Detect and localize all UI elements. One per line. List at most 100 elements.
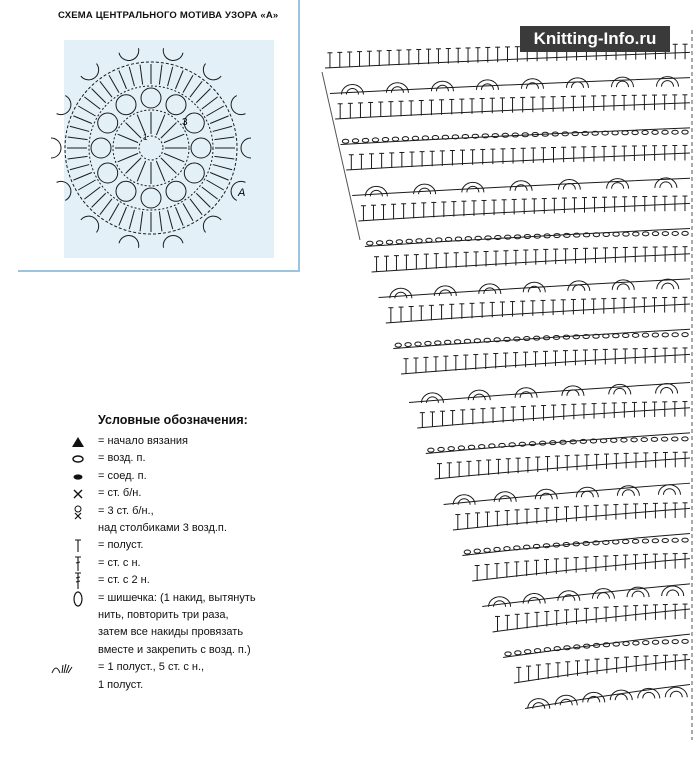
chain-stitch-mark: [371, 137, 380, 143]
motif-scallop: [80, 215, 100, 233]
chain-stitch-mark: [493, 337, 501, 343]
chain-stitch-mark: [528, 441, 537, 447]
chain-stitch-mark: [611, 130, 619, 136]
chain-stitch-mark: [622, 231, 630, 237]
motif-stitch: [128, 209, 135, 230]
slip-stitch-icon: [58, 468, 98, 485]
motif-scallop: [56, 95, 72, 116]
shell-arch-mark: [659, 181, 673, 188]
shell-arch-mark: [389, 287, 413, 299]
legend-text: = 1 полуст., 5 ст. с н.,: [98, 661, 205, 674]
shell-arch-mark: [637, 687, 661, 699]
legend-text: = 3 ст. б/н.,: [98, 504, 154, 517]
chain-stitch-mark: [641, 130, 649, 136]
chain-stitch-mark: [513, 545, 521, 551]
chart-row-line: [364, 228, 691, 247]
motif-stitch: [91, 88, 107, 104]
motif-ring: [138, 135, 164, 161]
motif-arch: [183, 162, 205, 184]
chain-stitch-mark: [444, 236, 453, 242]
shell-arch-mark: [660, 386, 674, 394]
chain-stitch-mark: [483, 337, 491, 343]
motif-stitch: [69, 125, 90, 132]
chain-stitch-mark: [602, 642, 611, 648]
chain-stitch-mark: [553, 646, 561, 652]
chain-stitch-mark: [435, 237, 443, 243]
legend-item: нить, повторить три раза,: [58, 607, 358, 624]
chain-stitch-mark: [661, 129, 669, 135]
shell-arch-mark: [614, 693, 628, 701]
motif-stitch: [195, 192, 211, 208]
legend-text: = начало вязания: [98, 435, 189, 447]
chain-stitch-mark: [630, 437, 638, 443]
chain-stitch-mark: [582, 334, 590, 340]
legend-text: затем все накиды провязать: [98, 626, 244, 639]
shell-arch-mark: [483, 287, 497, 294]
panel-divider: [298, 0, 300, 272]
chain-stitch-mark: [454, 236, 463, 242]
row-mark: 3: [182, 117, 188, 128]
shell-arch-mark: [493, 491, 517, 502]
chain-stitch-mark: [661, 332, 669, 338]
shell-arch-mark: [561, 385, 585, 396]
chain-stitch-mark: [592, 642, 601, 648]
shell-arch-mark: [580, 490, 594, 498]
chain-stitch-mark: [569, 439, 577, 445]
legend-text: = соед. п.: [98, 469, 147, 482]
motif-stitch: [209, 115, 229, 124]
motif-stitch: [212, 164, 233, 171]
chain-stitch-mark: [592, 333, 600, 339]
motif-stitch: [209, 172, 229, 181]
chain-stitch-mark: [661, 231, 670, 237]
panel-divider: [18, 270, 300, 272]
chain-stitch-mark: [533, 233, 541, 239]
chain-stitch-mark: [484, 235, 492, 241]
chain-stitch-mark: [572, 232, 581, 238]
chain-stitch-mark: [559, 439, 567, 445]
motif-stitch: [136, 160, 147, 182]
chain-stitch-mark: [532, 335, 541, 341]
shell-arch-mark: [669, 690, 683, 698]
motif-arch: [140, 187, 162, 209]
legend-item: = возд. п.: [58, 450, 358, 467]
shell-arch-mark: [615, 80, 629, 88]
motif-stitch: [139, 64, 144, 85]
chain-stitch-mark: [612, 333, 620, 339]
shell-arch-mark: [519, 391, 533, 398]
motif-stitch: [158, 64, 163, 85]
chain-stitch-mark: [415, 238, 423, 244]
chain-stitch-mark: [650, 436, 659, 442]
legend-item: над столбиками 3 возд.п.: [58, 520, 358, 537]
chain-stitch-mark: [366, 240, 374, 246]
chart-row-line: [492, 608, 691, 633]
shell-arch-mark: [522, 593, 546, 604]
shell-arch-mark: [557, 590, 581, 601]
chain-stitch-mark: [602, 231, 610, 237]
chain-stitch-mark: [552, 334, 561, 340]
chart-row-line: [346, 152, 691, 171]
shell-arch-mark: [570, 81, 584, 88]
chain-stitch-mark: [375, 240, 384, 246]
chain-stitch-mark: [425, 237, 433, 243]
shell-arch-mark: [616, 283, 630, 290]
chain-stitch-mark: [533, 648, 542, 654]
chain-stitch-mark: [612, 539, 620, 545]
chain-stitch-mark: [391, 136, 400, 142]
chain-stitch-mark: [553, 233, 561, 239]
chain-stitch-mark: [453, 339, 462, 345]
chain-stitch-mark: [491, 133, 500, 139]
chain-stitch-mark: [473, 338, 482, 344]
motif-stitch: [163, 152, 185, 163]
chain-stitch-mark: [592, 232, 601, 238]
legend-item: = ст. с н.: [58, 555, 358, 572]
chain-stitch-mark: [447, 446, 455, 452]
chain-stitch-mark: [681, 537, 689, 543]
motif-arch: [140, 87, 162, 109]
chain-stitch-mark: [589, 438, 598, 444]
chain-stitch-mark: [424, 340, 432, 346]
shell-arch-mark: [509, 180, 533, 191]
chain-stitch-mark: [661, 537, 669, 543]
chart-row-line: [462, 533, 691, 556]
chain-stitch-mark: [411, 135, 420, 141]
chain-stitch-mark: [404, 342, 412, 348]
